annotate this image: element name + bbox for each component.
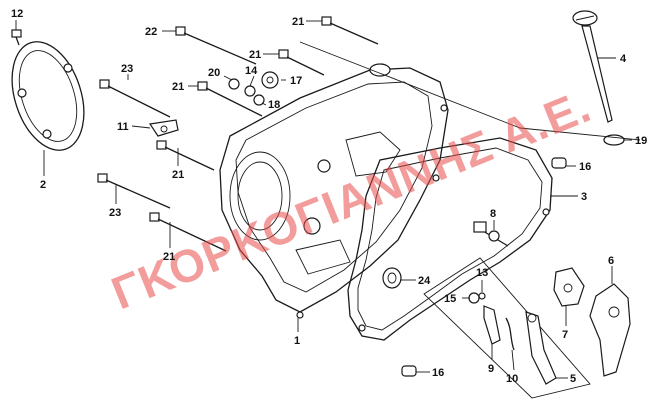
linkage-parts	[468, 292, 557, 385]
callout-21-lower: 21	[172, 169, 184, 181]
callout-16-top: 16	[579, 161, 591, 173]
parts-20-14-17-18	[228, 71, 279, 106]
callout-21-top: 21	[292, 16, 304, 28]
callout-1: 1	[294, 335, 300, 347]
callout-13: 13	[476, 267, 488, 279]
callout-21-mid: 21	[249, 49, 261, 61]
part-16-plugs	[401, 157, 567, 377]
callout-22: 22	[145, 26, 157, 38]
callout-12: 12	[11, 8, 23, 20]
part-4-dipstick	[572, 10, 625, 146]
part-8-shaft	[473, 221, 509, 247]
callout-11: 11	[117, 121, 129, 133]
part-7-cam	[553, 267, 585, 307]
callout-10: 10	[506, 373, 518, 385]
assembly-outline	[299, 41, 641, 399]
callout-23-bottom: 23	[109, 207, 121, 219]
callout-labels: 12 22 21 21 20 14 17 18 21 23 11 21 2 23…	[11, 8, 647, 385]
callout-23-top: 23	[121, 63, 133, 75]
watermark-text: ΓΚΟΡΚΟΓΙΑΝΝΗΣ Α.Ε.	[104, 79, 598, 319]
callout-4: 4	[620, 53, 627, 65]
part-2-cover-plate	[11, 41, 85, 151]
callout-14: 14	[245, 65, 258, 77]
callout-6: 6	[608, 255, 614, 267]
callout-18: 18	[268, 99, 280, 111]
callout-9: 9	[488, 363, 494, 375]
part-24-washer	[382, 267, 402, 289]
callout-2: 2	[40, 179, 46, 191]
part-6-lever	[589, 283, 631, 377]
leader-lines	[15, 20, 632, 379]
callout-21-left: 21	[172, 81, 184, 93]
callout-7: 7	[562, 329, 568, 341]
callout-21-bottom: 21	[163, 251, 175, 263]
callout-24: 24	[418, 275, 431, 287]
callout-20: 20	[208, 67, 220, 79]
callout-19: 19	[635, 135, 647, 147]
callout-5: 5	[570, 373, 576, 385]
callout-8: 8	[490, 208, 496, 220]
callout-3: 3	[581, 191, 587, 203]
part-12-bolt	[11, 29, 22, 46]
part-3-gasket	[347, 137, 553, 341]
callout-15: 15	[444, 293, 456, 305]
callout-16-bottom: 16	[432, 367, 444, 379]
callout-17: 17	[290, 75, 302, 87]
part-1-crankcase-cover	[219, 63, 449, 319]
part-11-bracket	[148, 119, 179, 137]
